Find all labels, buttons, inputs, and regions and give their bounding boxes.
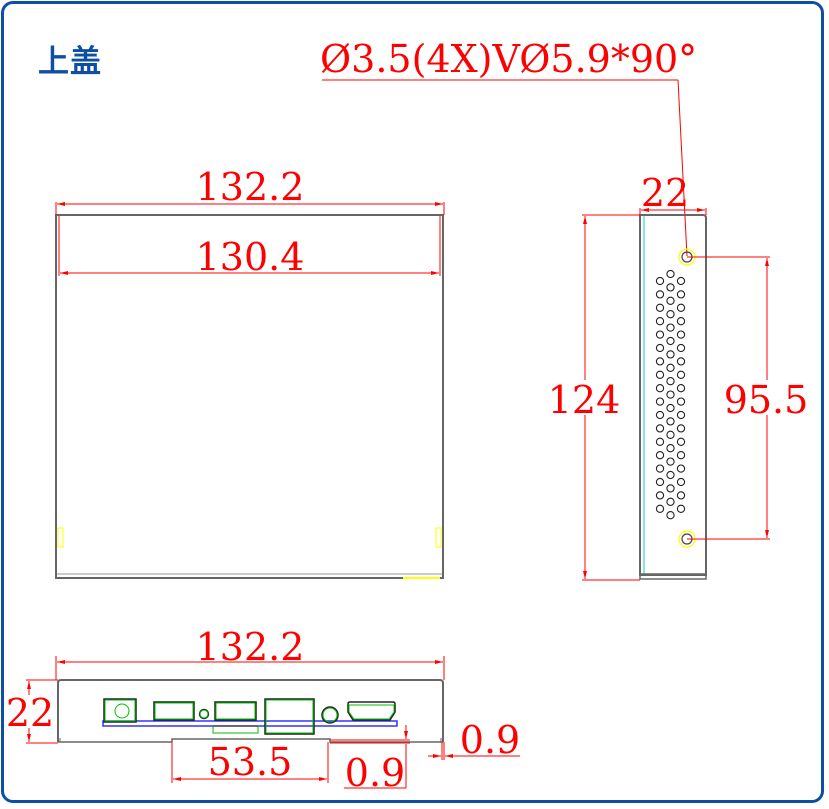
hdmi-port	[347, 701, 396, 721]
vent-hole-icon	[676, 370, 686, 379]
vent-hole-icon	[655, 464, 665, 473]
side-view: 22 124 95.5	[548, 171, 809, 581]
vent-hole-icon	[676, 464, 686, 473]
vent-hole-icon	[666, 323, 675, 332]
top-outer-width-label: 132.2	[196, 165, 305, 209]
side-height-label: 124	[548, 378, 621, 422]
vent-hole-icon	[655, 343, 665, 353]
vent-hole-icon	[655, 290, 665, 299]
vent-hole-icon	[676, 343, 686, 353]
vent-hole-icon	[655, 384, 665, 393]
top-view: 132.2 130.4	[55, 165, 445, 579]
vent-hole-icon	[666, 283, 675, 292]
vent-hole-icon	[666, 350, 675, 359]
vent-hole-icon	[655, 504, 665, 513]
vent-hole-icon	[666, 390, 675, 399]
cutout-width-label: 53.5	[208, 740, 293, 784]
vent-hole-icon	[676, 357, 686, 366]
hole-callout: Ø3.5(4X)VØ5.9*90°	[320, 37, 697, 257]
front-view: 132.2 22 53.5 0.9 0.9	[6, 625, 520, 795]
side-width-label: 22	[641, 171, 689, 215]
vent-hole-icon	[676, 410, 686, 420]
vent-hole-icon	[666, 417, 675, 426]
card-slot	[212, 725, 259, 734]
vent-hole-icon	[655, 491, 665, 500]
led-indicator	[199, 709, 209, 719]
ethernet-port	[264, 698, 315, 735]
vent-hole-icon	[666, 497, 675, 506]
vent-hole-icon	[676, 397, 686, 406]
vent-hole-icon	[676, 384, 686, 393]
vent-hole-icon	[655, 330, 665, 339]
vent-hole-icon	[655, 397, 665, 406]
front-width-label: 132.2	[196, 625, 305, 669]
front-height-label: 22	[6, 691, 54, 735]
vent-hole-icon	[676, 330, 686, 339]
vent-hole-icon	[655, 317, 665, 326]
vent-hole-icon	[666, 310, 675, 319]
vent-hole-icon	[676, 303, 686, 312]
vent-hole-icon	[666, 430, 675, 439]
vent-hole-icon	[666, 363, 675, 372]
vent-hole-icon	[676, 437, 686, 446]
vent-hole-icon	[666, 470, 675, 480]
vent-hole-icon	[655, 410, 665, 420]
vent-hole-icon	[655, 276, 665, 286]
step-height-label: 0.9	[345, 751, 405, 795]
vent-hole-icon	[666, 403, 675, 413]
vent-hole-icon	[676, 317, 686, 326]
vent-hole-icon	[655, 437, 665, 446]
vent-hole-icon	[676, 451, 686, 460]
vent-hole-icon	[666, 377, 675, 386]
vent-hole-pattern	[655, 269, 686, 520]
vent-hole-icon	[666, 484, 675, 493]
vent-hole-icon	[666, 444, 675, 453]
drawing-title: 上盖	[38, 44, 102, 80]
vent-hole-icon	[655, 370, 665, 379]
top-inner-width-label: 130.4	[196, 235, 305, 279]
vent-hole-icon	[676, 504, 686, 513]
vent-hole-icon	[655, 477, 665, 487]
vent-hole-icon	[676, 477, 686, 487]
vent-hole-icon	[655, 357, 665, 366]
usb-port	[214, 701, 257, 721]
vent-hole-icon	[676, 276, 686, 286]
dc-jack-port	[103, 698, 137, 723]
vent-hole-icon	[666, 511, 675, 520]
audio-jack	[321, 706, 339, 724]
wall-thickness-label: 0.9	[460, 718, 520, 762]
vent-hole-icon	[655, 303, 665, 312]
vent-hole-icon	[666, 457, 675, 466]
vent-hole-icon	[655, 424, 665, 433]
vent-hole-icon	[676, 491, 686, 500]
vent-hole-icon	[666, 269, 675, 279]
vent-hole-icon	[655, 451, 665, 460]
usb-port	[153, 701, 195, 721]
hole-callout-text: Ø3.5(4X)VØ5.9*90°	[320, 37, 697, 81]
vent-hole-icon	[676, 424, 686, 433]
vent-hole-icon	[666, 336, 675, 346]
hole-spacing-label: 95.5	[724, 378, 809, 422]
vent-hole-icon	[666, 296, 675, 305]
vent-hole-icon	[676, 290, 686, 299]
